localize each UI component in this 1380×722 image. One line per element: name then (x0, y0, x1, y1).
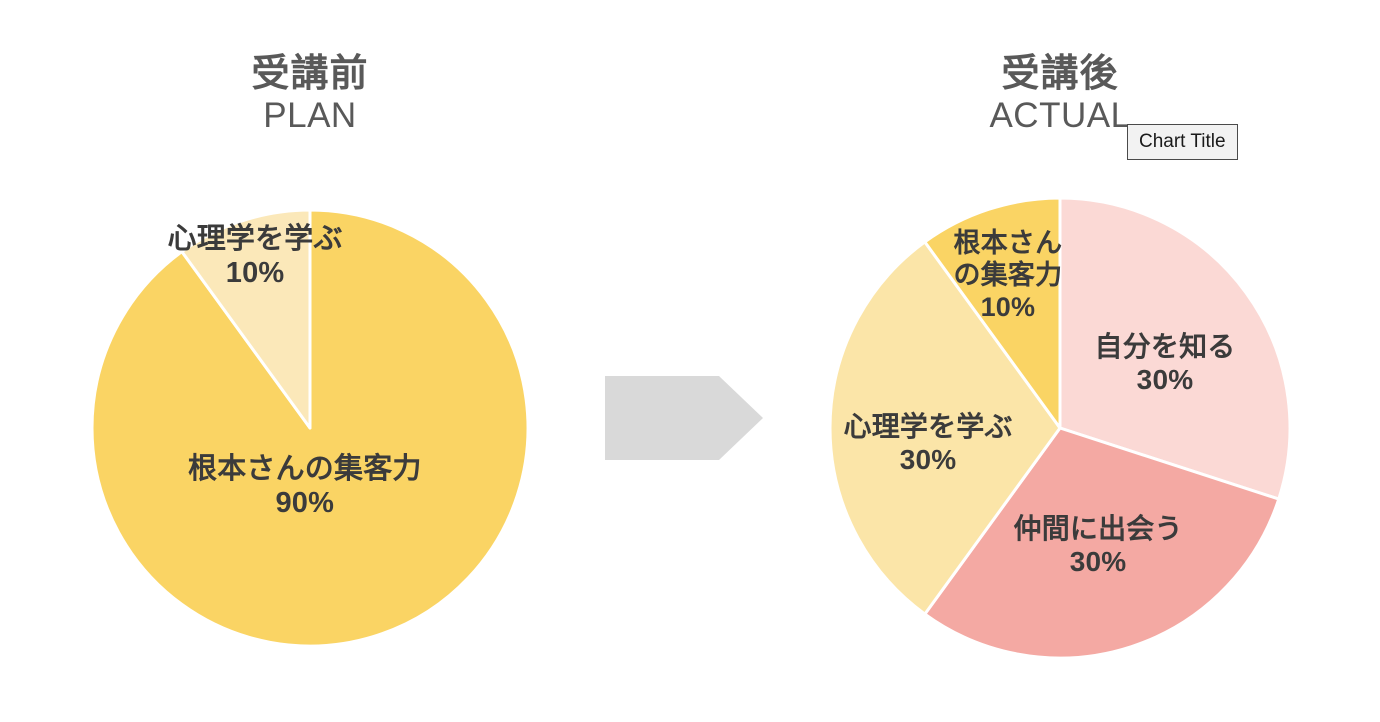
right-panel-title: 受講後 ACTUAL (880, 52, 1240, 137)
pie-slice[interactable] (923, 196, 1062, 430)
pie-slice[interactable] (180, 208, 312, 430)
right-title-japanese: 受講後 (1001, 53, 1119, 95)
right-title-english: ACTUAL (989, 96, 1131, 136)
left-panel-title: 受講前 PLAN (130, 52, 490, 137)
pie-chart-plan[interactable] (86, 204, 534, 652)
right-chevron-arrow (605, 376, 763, 460)
pie-slice[interactable] (828, 240, 1062, 616)
left-title-japanese: 受講前 (251, 53, 369, 95)
chart-title-placeholder-box[interactable]: Chart Title (1127, 124, 1238, 160)
pie-slice[interactable] (923, 426, 1281, 660)
pie-slice[interactable] (1058, 196, 1292, 501)
left-title-english: PLAN (263, 96, 357, 136)
pie-chart-actual[interactable] (824, 192, 1296, 664)
chart-title-placeholder-label: Chart Title (1139, 131, 1226, 152)
